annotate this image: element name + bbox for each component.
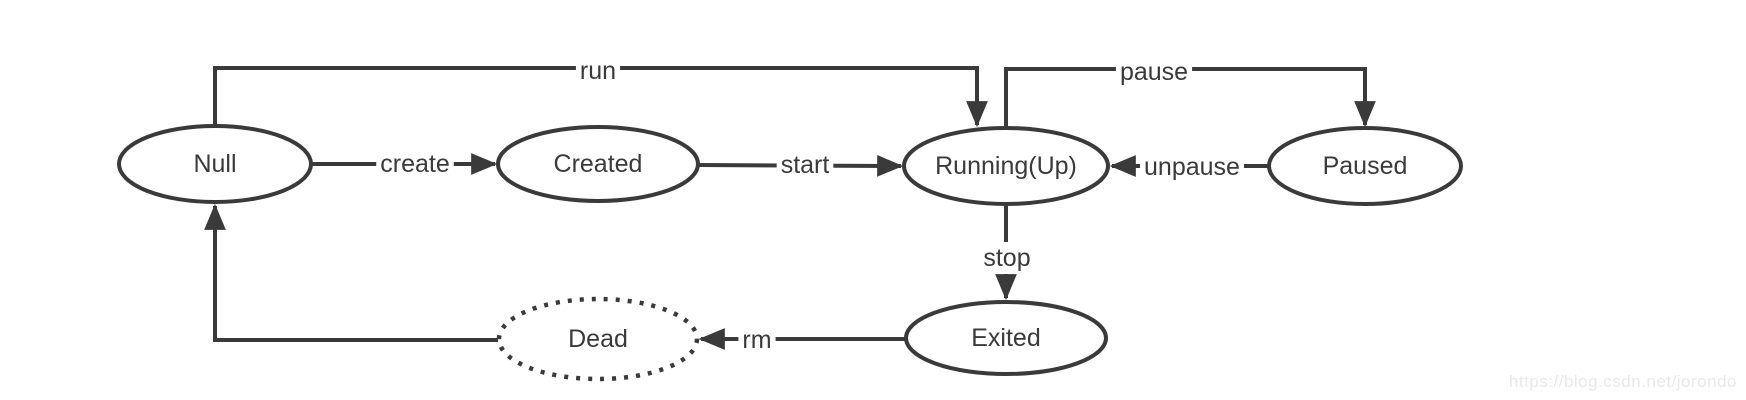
state-node-shape [496, 125, 700, 203]
edge-label-background [738, 324, 776, 356]
state-node-dead: Dead [496, 296, 700, 382]
state-node-paused: Paused [1267, 126, 1463, 206]
state-node-shape [496, 296, 700, 382]
watermark-url: https://blog.csdn.net/jorondo [1508, 372, 1737, 391]
state-node-label: Dead [568, 325, 628, 353]
edge-label-background [979, 242, 1035, 274]
state-node-label: Paused [1323, 152, 1408, 180]
edge-label-run: run [580, 57, 616, 85]
state-node-label: Null [193, 150, 236, 178]
edge-label-rm: rm [742, 326, 771, 354]
edge-remove [204, 203, 498, 342]
edge-label-pause: pause [1120, 58, 1188, 86]
state-node-exited: Exited [904, 300, 1108, 376]
edge-label-background [575, 55, 621, 87]
state-node-created: Created [496, 125, 700, 203]
edge-label-create: create [380, 150, 449, 178]
state-node-label: Exited [971, 324, 1040, 352]
edge-label-background [376, 148, 454, 180]
edge-label-unpause: unpause [1144, 153, 1240, 181]
edge-label-background [1140, 151, 1244, 183]
state-node-label: Running(Up) [935, 152, 1077, 180]
state-node-running: Running(Up) [902, 126, 1110, 206]
state-node-null: Null [117, 124, 313, 204]
edge-label-background [776, 149, 834, 181]
edge-label-start: start [781, 151, 830, 179]
state-node-label: Created [554, 150, 643, 178]
edge-label-background [1115, 56, 1193, 88]
edge-label-stop: stop [983, 244, 1030, 272]
